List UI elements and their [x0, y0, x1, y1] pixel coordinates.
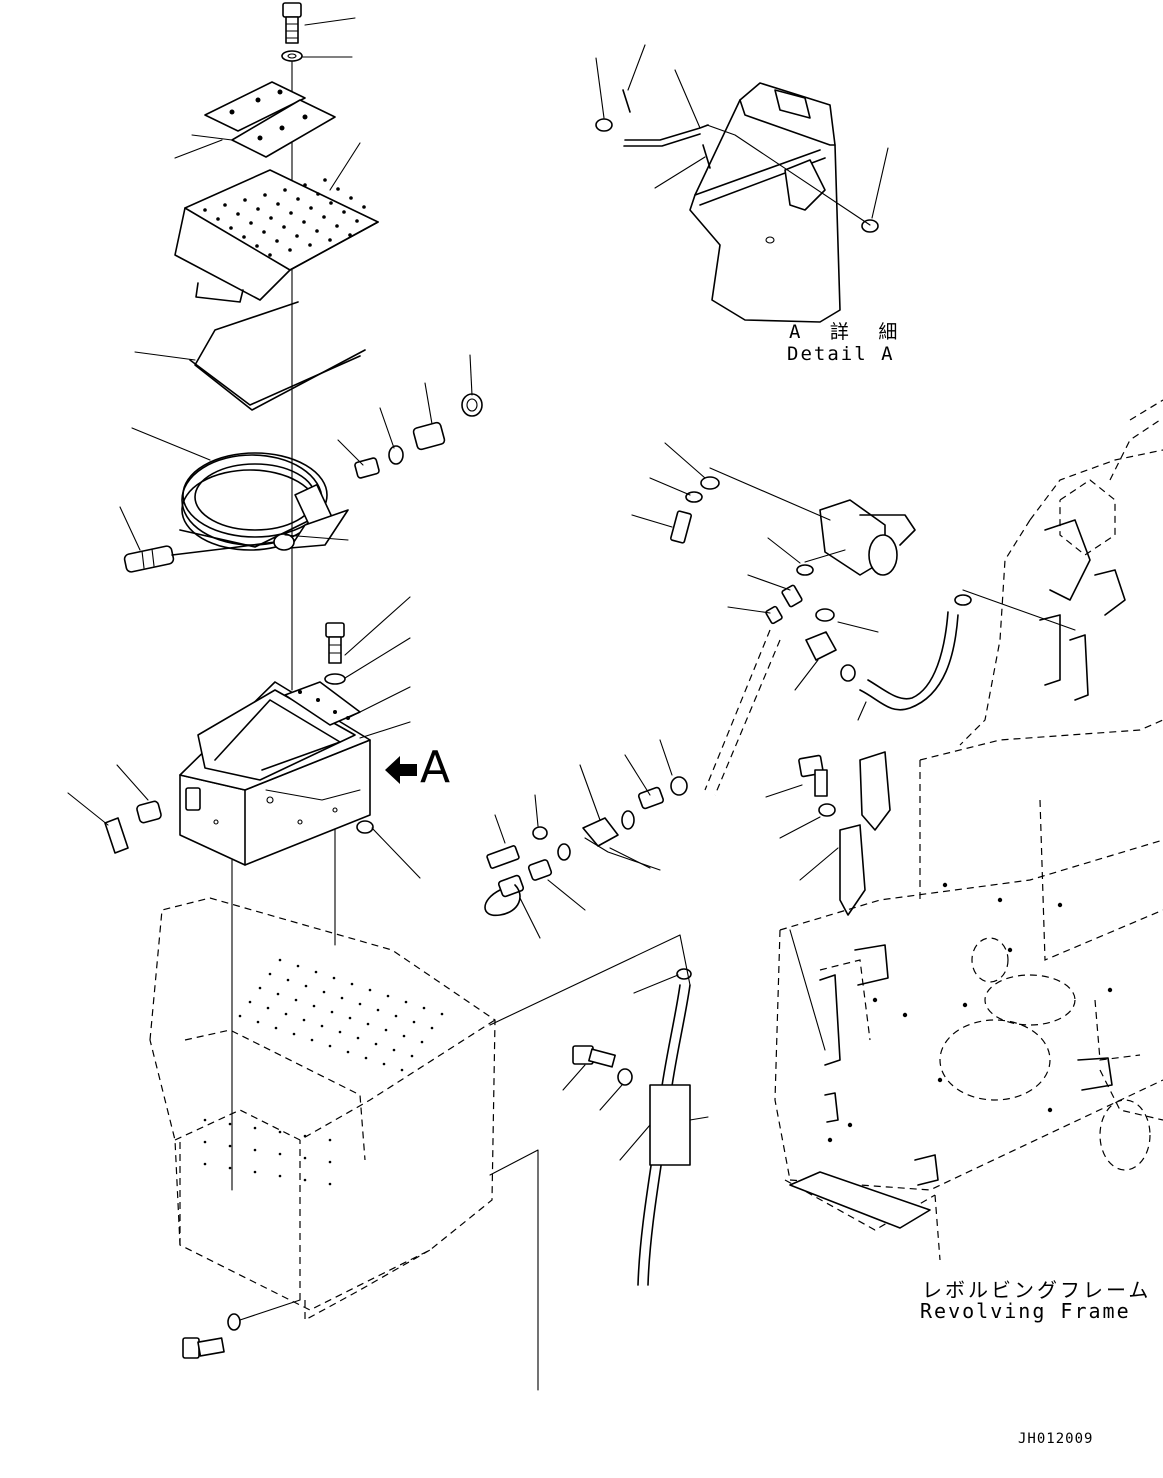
- lower-platform: [149, 897, 496, 1322]
- view-arrow-label: A: [420, 742, 451, 793]
- connector-lines: [265, 124, 1076, 1391]
- top-bolt: [282, 2, 302, 44]
- toolbox: [179, 681, 371, 866]
- revolving-frame-label-en: Revolving Frame: [920, 1299, 1131, 1323]
- coupling-fittings: [484, 776, 688, 916]
- frame-hose: [859, 594, 972, 711]
- detail-a-title-en: Detail A: [787, 343, 895, 365]
- revolving-frame-label-jp: レボルビングフレーム: [922, 1278, 1152, 1302]
- detail-a-view: [595, 82, 879, 323]
- box-bolt: [324, 622, 346, 685]
- hose-coil: [179, 452, 349, 551]
- drawing-code: JH012009: [1018, 1431, 1094, 1447]
- wire-loop: [189, 301, 366, 411]
- hose-coupler: [123, 533, 295, 573]
- hose-fittings: [354, 393, 483, 479]
- leader-lines: [67, 17, 889, 1161]
- bottom-bolt: [182, 1299, 301, 1359]
- drain-pipe: [572, 968, 692, 1286]
- detail-a-title-jp: A 詳 細: [789, 321, 907, 343]
- mounting-plates: [191, 81, 336, 158]
- latch-parts: [104, 800, 374, 854]
- view-arrow: [385, 756, 417, 784]
- pump-assembly: [670, 476, 916, 796]
- top-washer: [281, 50, 303, 62]
- revolving-frame: [774, 399, 1163, 1261]
- perforated-tray: [174, 169, 379, 303]
- bracket-assembly: [798, 751, 891, 916]
